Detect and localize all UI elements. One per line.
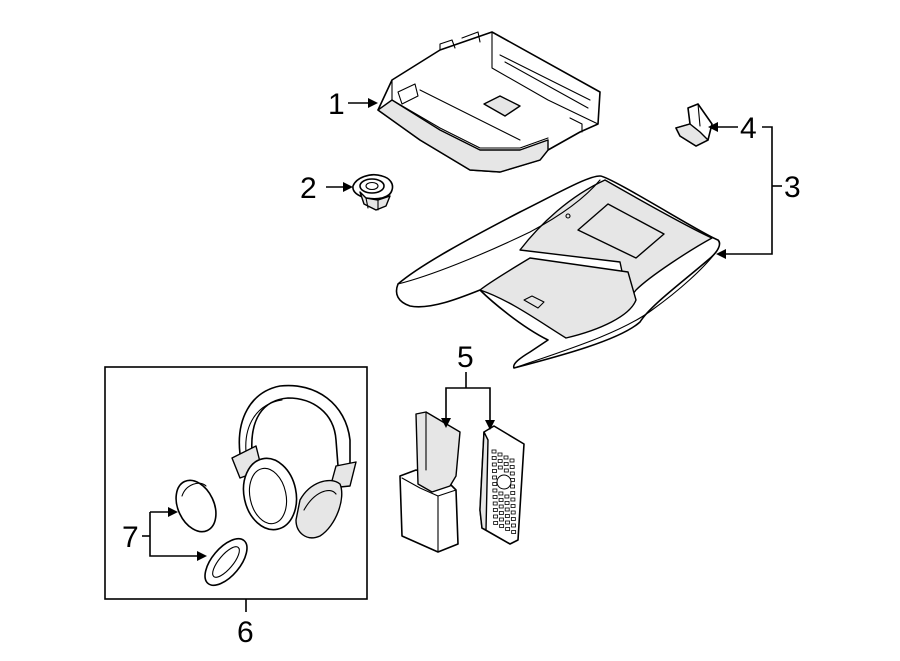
remote-button	[492, 475, 498, 480]
callout-7: 7	[122, 521, 139, 554]
ear-cushion-icon	[204, 537, 248, 587]
remote-button	[497, 459, 503, 463]
remote-button	[504, 507, 510, 512]
ear-pad-icon	[175, 479, 217, 533]
headphones-kit-box	[104, 366, 368, 600]
remote-button	[493, 514, 498, 519]
remote-button	[504, 514, 510, 518]
mounting-bracket-icon	[675, 103, 713, 147]
remote-button	[498, 511, 504, 515]
remote-button	[504, 501, 510, 505]
remote-button	[492, 501, 498, 506]
callout-2: 2	[300, 172, 317, 205]
remote-button	[510, 491, 516, 495]
remote-button	[505, 527, 511, 531]
remote-button	[503, 455, 509, 460]
remote-button	[499, 524, 505, 528]
remote-button	[492, 495, 498, 499]
remote-button	[492, 508, 498, 512]
remote-button	[511, 523, 516, 528]
remote-holder-icon	[399, 411, 461, 553]
remote-button	[510, 517, 516, 521]
overhead-console-housing-icon	[395, 175, 721, 369]
dvd-player-unit-icon	[377, 31, 601, 173]
remote-button	[510, 484, 516, 489]
remote-button	[491, 449, 497, 454]
remote-button	[510, 497, 516, 502]
remote-button	[498, 491, 504, 496]
remote-button	[493, 521, 499, 525]
headphones-icon	[231, 384, 357, 539]
remote-button	[503, 468, 509, 473]
remote-button	[497, 452, 503, 457]
remote-button	[492, 469, 497, 473]
callout-5: 5	[457, 341, 474, 374]
remote-button	[505, 520, 510, 525]
remote-button	[504, 494, 510, 499]
remote-button	[492, 488, 498, 493]
remote-button	[509, 458, 515, 463]
callout-6: 6	[237, 616, 254, 649]
remote-button	[491, 456, 497, 460]
remote-control-icon	[479, 425, 525, 545]
remote-button	[492, 482, 498, 486]
remote-button	[498, 498, 504, 502]
hex-nut-icon	[352, 173, 394, 211]
remote-button	[509, 465, 515, 469]
remote-button	[499, 517, 504, 522]
remote-button	[510, 510, 516, 515]
callout-4: 4	[740, 112, 757, 145]
remote-button	[511, 530, 517, 534]
callout-3: 3	[784, 171, 801, 204]
remote-button	[497, 465, 503, 470]
remote-button	[491, 462, 497, 467]
remote-button	[509, 471, 515, 476]
remote-dpad	[496, 474, 512, 490]
remote-button	[498, 504, 504, 509]
remote-button	[503, 462, 509, 466]
callout-1: 1	[328, 88, 345, 121]
leader-lines	[142, 98, 782, 612]
remote-button	[510, 504, 516, 508]
